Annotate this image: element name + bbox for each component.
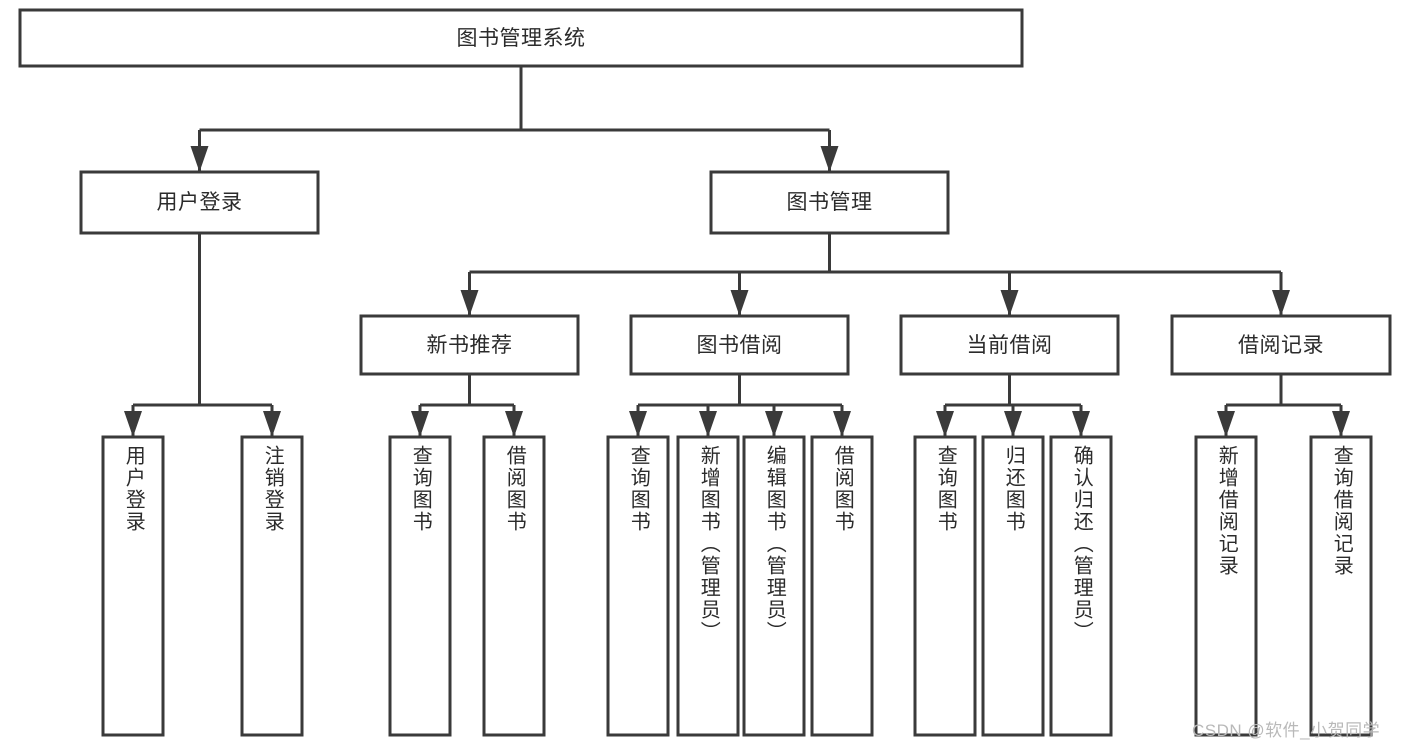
node-box-leaf-add-record[interactable] (1194, 435, 1258, 737)
node-box-leaf-borrow-book-1[interactable] (482, 435, 546, 737)
node-box-leaf-return-book[interactable] (981, 435, 1045, 737)
node-box-current-borrow[interactable] (899, 314, 1120, 376)
book-manage-to-level2-arrowhead-2 (1000, 290, 1019, 316)
borrow-record-to-leaves-arrowhead-1 (1332, 411, 1350, 437)
user-login-to-leaves-arrowhead-0 (124, 411, 142, 437)
node-box-leaf-user-login[interactable] (101, 435, 165, 737)
node-box-leaf-add-book[interactable] (676, 435, 740, 737)
csdn-watermark: CSDN @软件_小贺同学 (1192, 721, 1381, 740)
node-box-leaf-borrow-book-2[interactable] (810, 435, 874, 737)
borrow-record-to-leaves-arrowhead-0 (1217, 411, 1235, 437)
node-box-borrow-record[interactable] (1170, 314, 1392, 376)
book-manage-to-level2-arrowhead-1 (730, 290, 749, 316)
node-box-leaf-query-book-1[interactable] (388, 435, 452, 737)
new-book-rec-to-leaves-arrowhead-0 (411, 411, 429, 437)
book-borrow-to-leaves-arrowhead-0 (629, 411, 647, 437)
node-box-leaf-logout[interactable] (240, 435, 304, 737)
new-book-rec-to-leaves-arrowhead-1 (505, 411, 523, 437)
node-box-leaf-query-book-2[interactable] (606, 435, 670, 737)
book-manage-to-level2-arrowhead-3 (1272, 290, 1290, 316)
book-borrow-to-leaves-arrowhead-2 (765, 411, 783, 437)
book-borrow-to-leaves-arrowhead-1 (699, 411, 717, 437)
node-box-leaf-query-book-3[interactable] (913, 435, 977, 737)
node-box-root[interactable] (18, 8, 1024, 68)
node-box-book-manage[interactable] (709, 170, 950, 235)
book-manage-to-level2-arrowhead-0 (460, 290, 479, 316)
node-box-new-book-rec[interactable] (359, 314, 580, 376)
node-box-leaf-query-record[interactable] (1309, 435, 1373, 737)
node-box-leaf-confirm-return[interactable] (1049, 435, 1113, 737)
book-borrow-to-leaves-arrowhead-3 (833, 411, 851, 437)
current-borrow-to-leaves-arrowhead-2 (1072, 411, 1090, 437)
root-to-level1-arrowhead-1 (820, 146, 839, 172)
node-box-book-borrow[interactable] (629, 314, 850, 376)
node-box-leaf-edit-book[interactable] (742, 435, 806, 737)
node-box-user-login[interactable] (79, 170, 320, 235)
root-to-level1-arrowhead-0 (190, 146, 209, 172)
user-login-to-leaves-arrowhead-1 (263, 411, 281, 437)
current-borrow-to-leaves-arrowhead-0 (936, 411, 954, 437)
connector-layer (124, 66, 1350, 437)
current-borrow-to-leaves-arrowhead-1 (1004, 411, 1022, 437)
node-box-layer (18, 8, 1392, 737)
